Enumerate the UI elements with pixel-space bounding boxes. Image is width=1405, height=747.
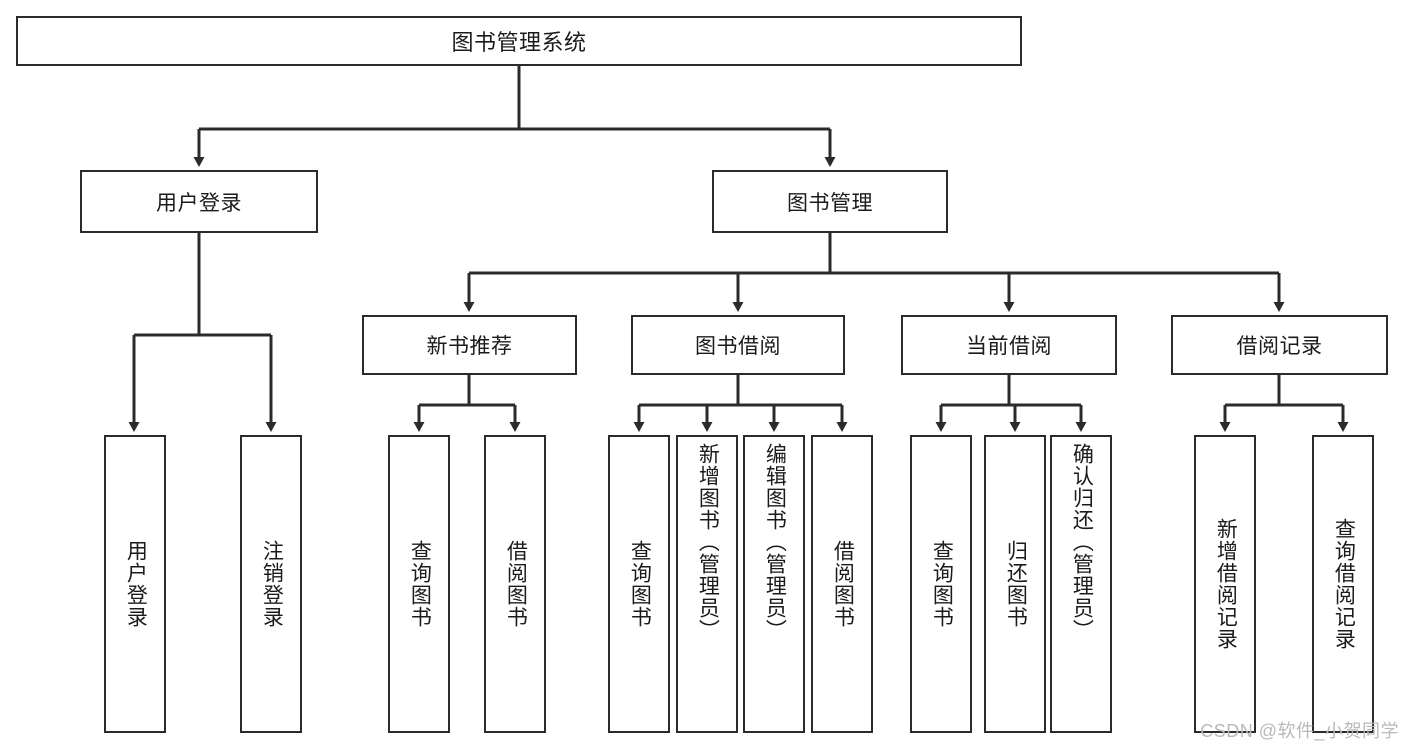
node-leaf-cb-query[interactable]: 查询图书	[910, 435, 972, 733]
node-user-login[interactable]: 用户登录	[80, 170, 318, 233]
node-current-borrow-label: 当前借阅	[966, 335, 1052, 358]
node-new-book-rec-label: 新书推荐	[426, 335, 513, 358]
node-leaf-user-logout-label: 注销登录	[260, 540, 284, 628]
node-leaf-cb-return[interactable]: 归还图书	[984, 435, 1046, 733]
node-leaf-bb-add-label: 新增图书（管理员）	[696, 443, 720, 641]
node-leaf-user-login[interactable]: 用户登录	[104, 435, 166, 733]
node-leaf-cb-confirm-label: 确认归还（管理员）	[1070, 443, 1094, 641]
node-leaf-rec-query[interactable]: 查询图书	[388, 435, 450, 733]
node-leaf-bb-edit[interactable]: 编辑图书（管理员）	[743, 435, 805, 733]
node-leaf-cb-confirm[interactable]: 确认归还（管理员）	[1050, 435, 1112, 733]
node-current-borrow[interactable]: 当前借阅	[901, 315, 1117, 375]
node-leaf-bb-query[interactable]: 查询图书	[608, 435, 670, 733]
node-new-book-rec[interactable]: 新书推荐	[362, 315, 577, 375]
node-root-label: 图书管理系统	[451, 30, 587, 55]
node-book-borrow-label: 图书借阅	[695, 335, 781, 358]
node-leaf-bb-add[interactable]: 新增图书（管理员）	[676, 435, 738, 733]
node-leaf-cb-query-label: 查询图书	[930, 540, 954, 628]
node-leaf-rec-query-label: 查询图书	[408, 540, 432, 628]
node-leaf-rec-borrow[interactable]: 借阅图书	[484, 435, 546, 733]
node-book-borrow[interactable]: 图书借阅	[631, 315, 845, 375]
node-leaf-bb-query-label: 查询图书	[628, 540, 652, 628]
node-book-manage[interactable]: 图书管理	[712, 170, 948, 233]
node-leaf-user-logout[interactable]: 注销登录	[240, 435, 302, 733]
node-user-login-label: 用户登录	[156, 191, 242, 215]
node-leaf-br-add[interactable]: 新增借阅记录	[1194, 435, 1256, 733]
node-borrow-record-label: 借阅记录	[1236, 335, 1323, 358]
node-leaf-bb-edit-label: 编辑图书（管理员）	[763, 443, 787, 641]
node-leaf-br-query[interactable]: 查询借阅记录	[1312, 435, 1374, 733]
node-leaf-cb-return-label: 归还图书	[1004, 540, 1028, 628]
node-leaf-br-query-label: 查询借阅记录	[1332, 518, 1356, 650]
node-borrow-record[interactable]: 借阅记录	[1171, 315, 1388, 375]
node-book-manage-label: 图书管理	[787, 191, 873, 215]
node-leaf-user-login-label: 用户登录	[124, 540, 148, 628]
node-leaf-bb-borrow-label: 借阅图书	[831, 540, 855, 628]
node-leaf-br-add-label: 新增借阅记录	[1214, 518, 1238, 650]
node-leaf-rec-borrow-label: 借阅图书	[504, 540, 528, 628]
node-leaf-bb-borrow[interactable]: 借阅图书	[811, 435, 873, 733]
node-root[interactable]: 图书管理系统	[16, 16, 1022, 66]
